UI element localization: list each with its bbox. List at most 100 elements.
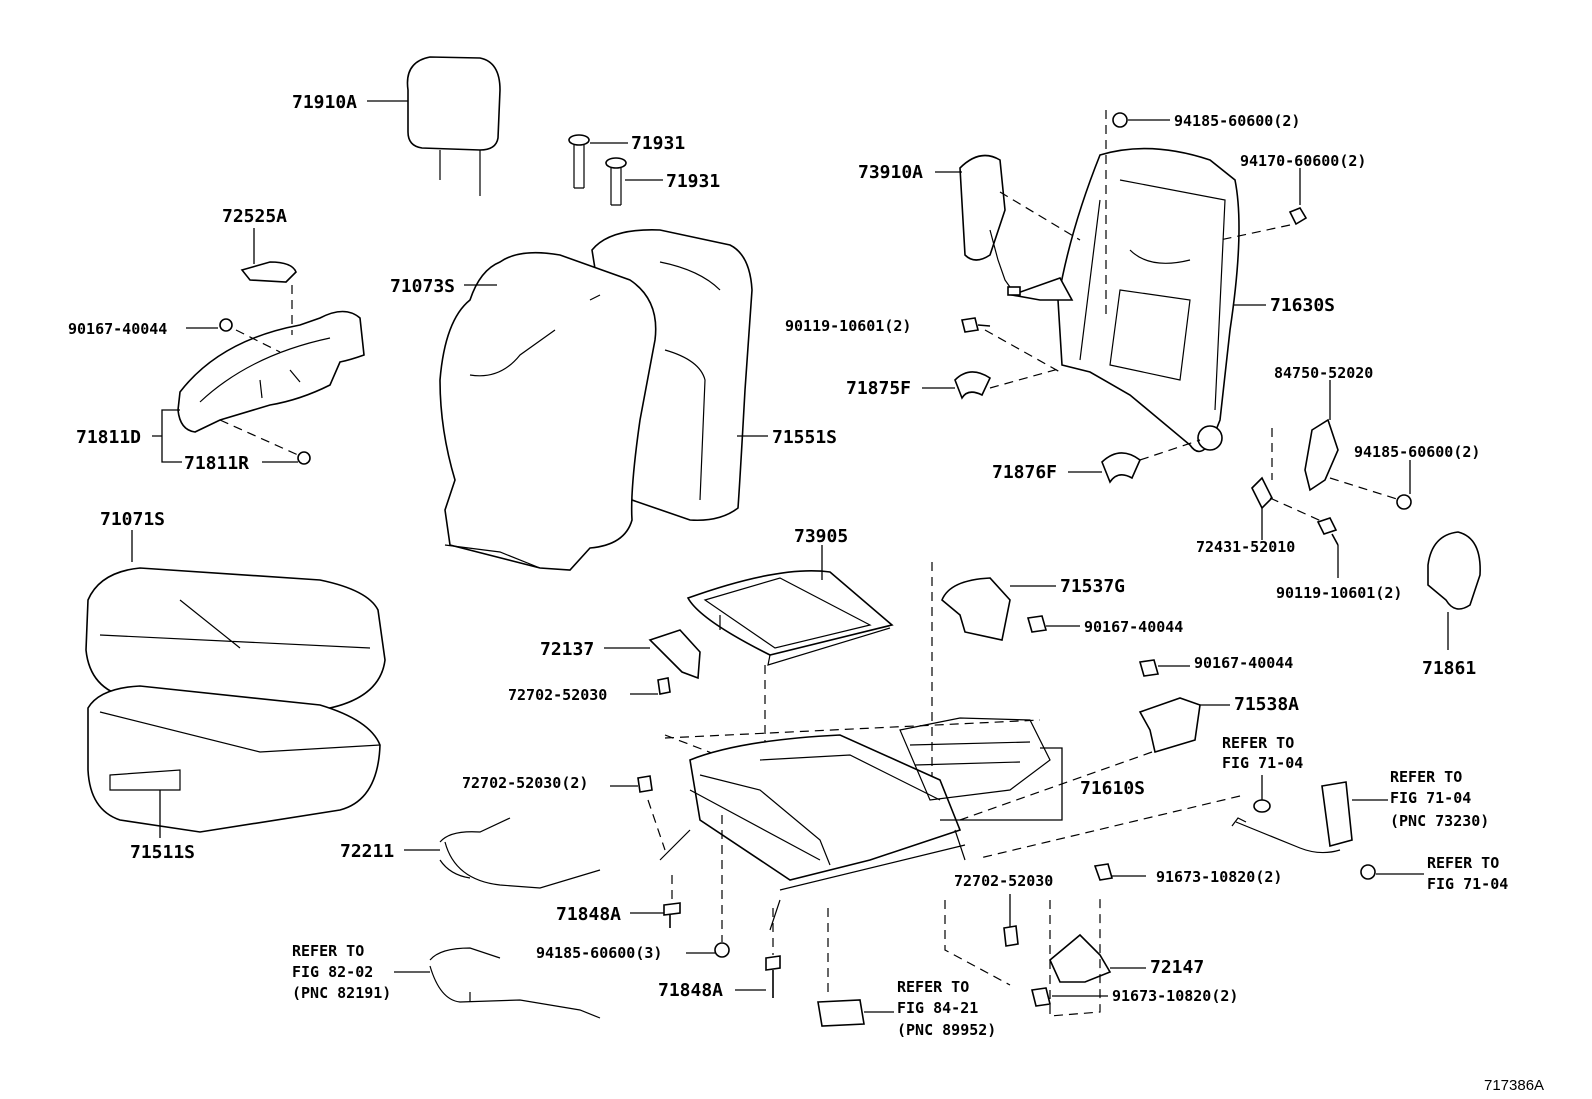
ref-82-line1: REFER TO	[292, 942, 364, 960]
label-71875F: 71875F	[846, 378, 911, 399]
label-94185-60600-bottom: 94185-60600(3)	[536, 944, 662, 962]
connector-89952	[817, 999, 865, 1027]
bolt-90119-right	[1316, 517, 1339, 546]
seat-adjuster-drawing	[659, 717, 1051, 931]
nut-top	[1112, 112, 1128, 128]
dash-right-group	[1269, 477, 1401, 526]
seatback-frame-drawing	[1008, 147, 1240, 453]
buckle-cable	[1231, 817, 1341, 854]
cover-71537G	[941, 577, 1011, 641]
bolt-90167-right	[1138, 659, 1160, 677]
label-72702-52030-b: 72702-52030(2)	[462, 774, 588, 792]
bolt-91673-a	[1093, 863, 1114, 881]
clip-72702-c	[1003, 925, 1019, 947]
label-94185-60600-top: 94185-60600(2)	[1174, 112, 1300, 130]
dash-72702-a	[664, 734, 731, 761]
ref-71c-line1: REFER TO	[1427, 854, 1499, 872]
label-71848A-a: 71848A	[556, 904, 621, 925]
cover-72147	[1049, 933, 1112, 983]
label-90119-10601-left: 90119-10601(2)	[785, 317, 911, 335]
seat-pan-drawing	[686, 569, 894, 666]
label-71811D: 71811D	[76, 427, 141, 448]
dash-72147	[1049, 895, 1101, 1017]
bolt-72702-b	[637, 775, 653, 793]
label-72211: 72211	[340, 841, 394, 862]
ref-71b-line2: FIG 71-04	[1390, 789, 1471, 807]
label-71848A-b: 71848A	[658, 980, 723, 1001]
label-72147: 72147	[1150, 957, 1204, 978]
label-72431-52010: 72431-52010	[1196, 538, 1295, 556]
label-71876F: 71876F	[992, 462, 1057, 483]
label-71861: 71861	[1422, 658, 1476, 679]
label-72702-52030-c: 72702-52030	[954, 872, 1053, 890]
bolt-71848A-a	[663, 902, 681, 928]
ref-71b-line3: (PNC 73230)	[1390, 812, 1489, 830]
cover-71876F	[1101, 452, 1141, 484]
label-71073S: 71073S	[390, 276, 455, 297]
cover-71875F	[954, 371, 992, 400]
seatback-cover-drawing	[439, 251, 657, 571]
harness-82191	[429, 947, 601, 1019]
label-91673-10820-b: 91673-10820(2)	[1112, 987, 1238, 1005]
label-71537G: 71537G	[1060, 576, 1125, 597]
label-90119-10601-right: 90119-10601(2)	[1276, 584, 1402, 602]
label-73910A: 73910A	[858, 162, 923, 183]
dash-90119-left	[984, 329, 1061, 373]
clip-72702-a	[657, 677, 671, 695]
switch-84750	[1304, 418, 1339, 492]
dash-71610S-top	[664, 719, 1041, 739]
label-91673-10820-a: 91673-10820(2)	[1156, 868, 1282, 886]
anchor-ref-71a	[1253, 799, 1271, 813]
seat-cushion-pad-drawing	[87, 685, 381, 833]
dash-94170	[1219, 224, 1291, 241]
dash-72702-c	[944, 900, 1011, 986]
dash-71811R	[219, 419, 299, 456]
seat-belt-buckle	[1321, 781, 1353, 848]
ref-71a-line1: REFER TO	[1222, 734, 1294, 752]
label-90167-40044-left: 90167-40044	[68, 320, 167, 338]
headrest-guide-drawings	[568, 134, 627, 206]
ref-84-line1: REFER TO	[897, 978, 969, 996]
label-94185-60600-right: 94185-60600(2)	[1354, 443, 1480, 461]
bracket-72431	[1251, 476, 1273, 510]
nut-94185-right	[1396, 494, 1412, 510]
bolt-91673-b	[1031, 987, 1051, 1007]
dash-71876F	[1139, 439, 1201, 461]
label-72525A: 72525A	[222, 206, 287, 227]
side-airbag-drawing	[959, 154, 1021, 296]
dash-90167-left	[235, 329, 281, 353]
label-71538A: 71538A	[1234, 694, 1299, 715]
bracket-71610S	[940, 747, 1063, 821]
dash-72702-b	[647, 799, 666, 851]
label-71931b: 71931	[666, 171, 720, 192]
label-90167-40044-right: 90167-40044	[1194, 654, 1293, 672]
label-71511S: 71511S	[130, 842, 195, 863]
nut-ref-71c	[1360, 864, 1376, 880]
label-71610S: 71610S	[1080, 778, 1145, 799]
label-71630S: 71630S	[1270, 295, 1335, 316]
label-71071S: 71071S	[100, 509, 165, 530]
label-90167-40044-mid: 90167-40044	[1084, 618, 1183, 636]
cover-72137	[648, 629, 701, 680]
wire-72211	[439, 817, 601, 889]
headrest-drawing	[406, 56, 501, 196]
label-72137: 72137	[540, 639, 594, 660]
label-71551S: 71551S	[772, 427, 837, 448]
ref-82-line3: (PNC 82191)	[292, 984, 391, 1002]
dash-73910A	[999, 191, 1081, 241]
bolt-90167-mid	[1026, 615, 1048, 633]
nut-94185-bottom	[714, 942, 730, 958]
dash-ref-71a	[979, 795, 1241, 859]
ref-84-line3: (PNC 89952)	[897, 1021, 996, 1039]
dash-71875F	[989, 367, 1063, 389]
bolt-71848A-b	[765, 955, 781, 998]
label-71910A: 71910A	[292, 92, 357, 113]
label-71811R: 71811R	[184, 453, 249, 474]
ref-71c-line2: FIG 71-04	[1427, 875, 1508, 893]
label-71931a: 71931	[631, 133, 685, 154]
ref-82-line2: FIG 82-02	[292, 963, 373, 981]
dash-71538A	[959, 751, 1153, 821]
label-73905: 73905	[794, 526, 848, 547]
cover-71538A	[1138, 697, 1201, 754]
